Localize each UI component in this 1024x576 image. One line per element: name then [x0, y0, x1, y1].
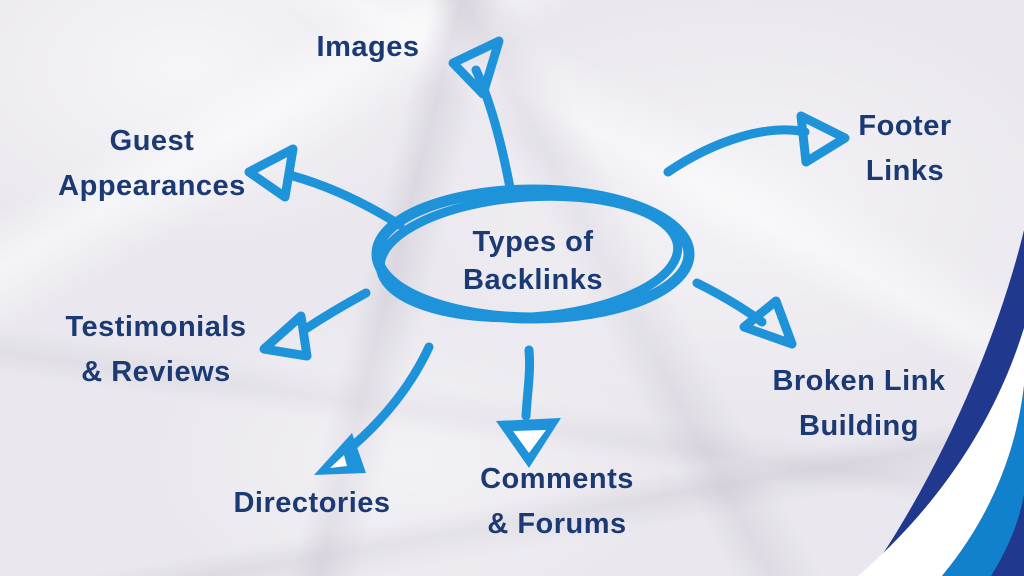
corner-swoosh — [858, 230, 1024, 576]
arrow-footer-head — [796, 111, 850, 167]
node-label-footer-line2: Links — [865, 155, 945, 187]
arrow-images — [448, 36, 516, 198]
node-label-testimonials: Testimonials & Reviews — [65, 305, 246, 395]
arrow-broken-head — [739, 296, 797, 349]
arrow-directories-line — [350, 342, 434, 449]
central-topic-line1: Types of — [472, 226, 594, 258]
node-label-comments: Comments & Forums — [480, 457, 634, 547]
node-label-guest-appearances: Guest Appearances — [58, 119, 246, 209]
arrow-testimonials-line — [299, 288, 371, 335]
node-label-images-text: Images — [316, 31, 420, 63]
node-label-testimonials-line2: & Reviews — [81, 356, 231, 388]
arrow-guest-appearances — [244, 144, 405, 230]
arrow-footer-line — [663, 125, 810, 177]
arrow-comments-head-notch — [513, 430, 546, 453]
node-label-comments-line2: & Forums — [487, 508, 627, 540]
node-label-footer-line1: Footer — [858, 110, 952, 142]
node-label-broken-link: Broken Link Building — [772, 359, 945, 449]
arrow-testimonials-head — [259, 311, 312, 361]
node-label-guest-line1: Guest — [109, 125, 195, 157]
arrow-guest-head — [244, 144, 298, 202]
arrow-footer-links — [663, 111, 850, 177]
node-label-footer-links: Footer Links — [858, 104, 951, 194]
center-ellipse — [371, 184, 695, 324]
node-label-testimonials-line1: Testimonials — [65, 311, 247, 343]
node-label-guest-line2: Appearances — [58, 170, 246, 202]
arrow-broken-link — [692, 278, 797, 349]
arrow-testimonials — [259, 288, 371, 361]
arrow-comments — [496, 345, 561, 468]
node-label-directories-text: Directories — [233, 487, 391, 519]
central-topic-line2: Backlinks — [463, 264, 603, 296]
arrow-images-line — [471, 65, 516, 198]
corner-blue-band — [942, 386, 1024, 576]
arrow-directories-head-notch — [330, 455, 347, 468]
arrow-images-head — [448, 36, 504, 99]
arrow-guest-line — [288, 171, 405, 230]
corner-white-band — [858, 328, 1024, 576]
node-label-broken-line2: Building — [799, 410, 919, 442]
arrow-comments-line — [521, 345, 535, 421]
central-topic: Types of Backlinks — [463, 223, 603, 299]
node-label-directories: Directories — [233, 481, 390, 526]
arrow-directories — [314, 342, 434, 475]
node-label-images: Images — [317, 25, 420, 70]
arrow-directories-head — [314, 433, 366, 475]
node-label-broken-line1: Broken Link — [772, 365, 946, 397]
center-ellipse-inner — [375, 191, 683, 323]
node-label-comments-line1: Comments — [480, 463, 634, 495]
